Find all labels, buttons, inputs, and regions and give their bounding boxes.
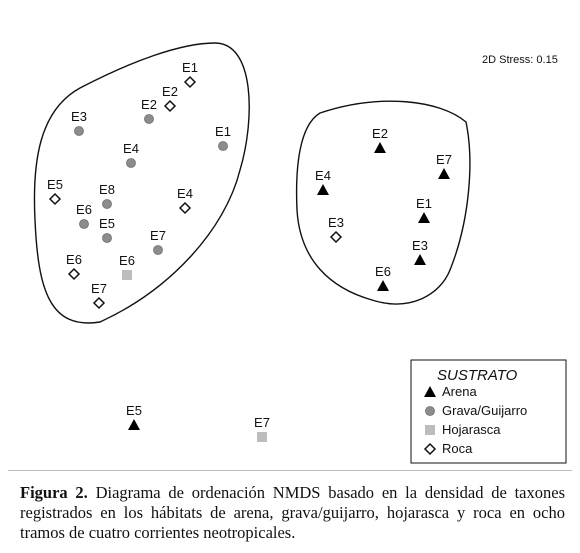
point-arena-e7 bbox=[438, 168, 450, 179]
group-hull-left bbox=[33, 42, 250, 324]
point-label-grava-guijarro-e2: E2 bbox=[141, 97, 157, 112]
point-label-arena-e6: E6 bbox=[375, 264, 391, 279]
legend: SUSTRATO ArenaGrava/GuijarroHojarascaRoc… bbox=[410, 359, 567, 464]
point-grava-guijarro-e4 bbox=[126, 158, 136, 168]
point-label-arena-e1: E1 bbox=[416, 196, 432, 211]
point-arena-e2 bbox=[374, 142, 386, 153]
legend-label-roca: Roca bbox=[442, 441, 473, 456]
point-label-roca-e3: E3 bbox=[328, 215, 344, 230]
legend-label-arena: Arena bbox=[442, 384, 477, 399]
legend-box bbox=[410, 359, 567, 464]
point-roca-e4 bbox=[178, 201, 192, 215]
legend-title: SUSTRATO bbox=[437, 367, 518, 384]
point-label-arena-e5: E5 bbox=[126, 403, 142, 418]
point-label-grava-guijarro-e6: E6 bbox=[76, 202, 92, 217]
caption-label: Figura 2. bbox=[20, 483, 88, 502]
point-label-roca-e6: E6 bbox=[66, 252, 82, 267]
point-hojarasca-e6 bbox=[122, 270, 132, 280]
point-label-arena-e3: E3 bbox=[412, 238, 428, 253]
point-arena-e1 bbox=[418, 212, 430, 223]
point-label-grava-guijarro-e4: E4 bbox=[123, 141, 139, 156]
point-hojarasca-e7 bbox=[257, 432, 267, 442]
point-label-arena-e4: E4 bbox=[315, 168, 331, 183]
point-grava-guijarro-e8 bbox=[102, 199, 112, 209]
point-grava-guijarro-e6 bbox=[79, 219, 89, 229]
point-label-grava-guijarro-e5: E5 bbox=[99, 216, 115, 231]
point-roca-e7 bbox=[92, 296, 106, 310]
figure-caption: Figura 2. Diagrama de ordenación NMDS ba… bbox=[20, 483, 565, 543]
point-label-roca-e5: E5 bbox=[47, 177, 63, 192]
point-label-hojarasca-e7: E7 bbox=[254, 415, 270, 430]
legend-marker-roca bbox=[423, 442, 437, 456]
point-label-grava-guijarro-e3: E3 bbox=[71, 109, 87, 124]
point-grava-guijarro-e7 bbox=[153, 245, 163, 255]
point-roca-e5 bbox=[48, 192, 62, 206]
point-arena-e5 bbox=[128, 419, 140, 430]
caption-divider bbox=[8, 470, 572, 471]
point-label-arena-e2: E2 bbox=[372, 126, 388, 141]
point-label-hojarasca-e6: E6 bbox=[119, 253, 135, 268]
point-label-grava-guijarro-e8: E8 bbox=[99, 182, 115, 197]
legend-label-grava-guijarro: Grava/Guijarro bbox=[442, 403, 527, 418]
point-arena-e4 bbox=[317, 184, 329, 195]
point-label-roca-e2: E2 bbox=[162, 84, 178, 99]
legend-marker-grava-guijarro bbox=[425, 406, 435, 416]
point-label-roca-e4: E4 bbox=[177, 186, 193, 201]
point-grava-guijarro-e5 bbox=[102, 233, 112, 243]
point-label-roca-e7: E7 bbox=[91, 281, 107, 296]
point-roca-e6 bbox=[67, 267, 81, 281]
point-arena-e6 bbox=[377, 280, 389, 291]
data-points: E2E7E4E1E3E6E5E3E2E1E4E8E6E5E7E6E7E1E2E5… bbox=[47, 60, 452, 442]
point-roca-e2 bbox=[163, 99, 177, 113]
point-roca-e1 bbox=[183, 75, 197, 89]
legend-marker-arena bbox=[424, 386, 436, 397]
point-arena-e3 bbox=[414, 254, 426, 265]
caption-text: Diagrama de ordenación NMDS basado en la… bbox=[20, 483, 565, 542]
point-grava-guijarro-e1 bbox=[218, 141, 228, 151]
point-grava-guijarro-e2 bbox=[144, 114, 154, 124]
point-label-arena-e7: E7 bbox=[436, 152, 452, 167]
legend-label-hojarasca: Hojarasca bbox=[442, 422, 501, 437]
point-grava-guijarro-e3 bbox=[74, 126, 84, 136]
nmds-ordination-plot: 2D Stress: 0.15 E2E7E4E1E3E6E5E3E2E1E4E8… bbox=[33, 42, 567, 464]
point-label-grava-guijarro-e7: E7 bbox=[150, 228, 166, 243]
legend-marker-hojarasca bbox=[425, 425, 435, 435]
stress-label: 2D Stress: 0.15 bbox=[482, 54, 558, 66]
point-label-grava-guijarro-e1: E1 bbox=[215, 124, 231, 139]
point-roca-e3 bbox=[329, 230, 343, 244]
group-hull-right bbox=[295, 100, 471, 305]
point-label-roca-e1: E1 bbox=[182, 60, 198, 75]
